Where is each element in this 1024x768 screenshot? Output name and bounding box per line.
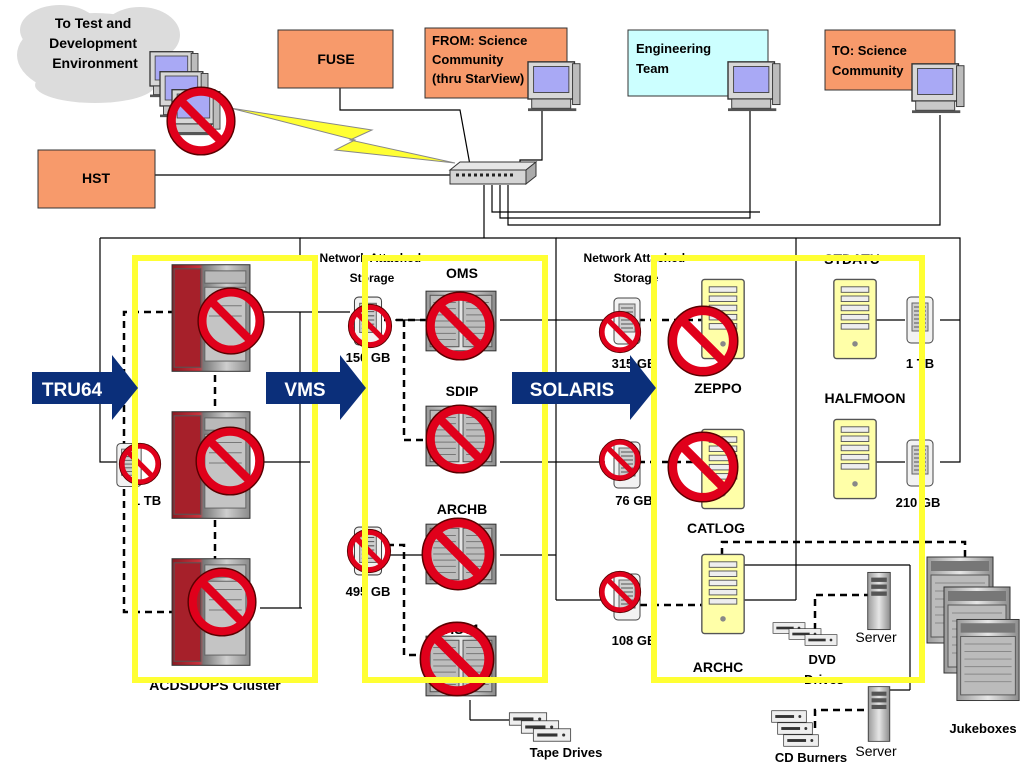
solaris-label: SOLARIS <box>530 380 614 401</box>
nas-right-label: Network Attached Storage <box>584 251 689 285</box>
from-line-2: Community <box>432 52 504 67</box>
vms-label: VMS <box>284 380 325 401</box>
lightning-bolt <box>229 107 456 164</box>
vms-arrow: VMS <box>266 355 366 420</box>
solaris-arrow: SOLARIS <box>512 355 656 420</box>
solaris-frame <box>651 255 925 683</box>
archb-label: ARCHB <box>437 501 488 517</box>
engineering-label: Engineering Team <box>636 41 715 76</box>
network-hub <box>448 160 538 186</box>
archc-server <box>701 553 745 635</box>
fuse-box <box>277 29 394 89</box>
server-1-label: Server <box>855 629 897 645</box>
hst-label: HST <box>82 170 110 186</box>
dvd-drive-3 <box>804 634 838 646</box>
halfmoon-server <box>833 418 877 500</box>
dvd-server <box>867 571 891 631</box>
jukeboxes-label: Jukeboxes <box>949 721 1016 736</box>
archc-label: ARCHC <box>693 659 744 675</box>
from-line-1: FROM: Science <box>432 33 527 48</box>
test-dev-line-3: Environment <box>52 55 138 71</box>
disk-76-label: 76 GB <box>615 493 653 508</box>
cd-burner-3 <box>783 734 819 747</box>
from-science-label: FROM: Science Community (thru StarView) <box>432 33 531 86</box>
test-dev-label: To Test and Development Environment <box>49 15 141 71</box>
hst-box <box>37 149 156 209</box>
to-workstation <box>911 63 965 114</box>
from-line-3: (thru StarView) <box>432 71 524 86</box>
to-line-2: Community <box>832 63 904 78</box>
to-line-1: TO: Science <box>832 43 907 58</box>
nas-left-line-2: Storage <box>350 271 395 285</box>
tape-drives-label: Tape Drives <box>530 745 603 760</box>
nas-right-line-1: Network Attached <box>584 251 686 265</box>
cd-burner-2 <box>777 722 813 735</box>
cd-server <box>867 686 891 742</box>
disk-210-label: 210 GB <box>896 495 941 510</box>
nas-right-line-2: Storage <box>614 271 659 285</box>
engineering-workstation <box>727 61 781 112</box>
fuse-label: FUSE <box>317 51 354 67</box>
disk-1tb-left-label: 1 TB <box>133 493 161 508</box>
dvd-line-1: DVD <box>808 652 835 667</box>
tape-drive-3 <box>532 728 572 742</box>
cluster-rack-1 <box>171 264 251 372</box>
disk-108-label: 108 GB <box>612 633 657 648</box>
server-2-label: Server <box>855 743 897 759</box>
stdatu-server <box>833 278 877 360</box>
cd-burners-label: CD Burners <box>775 750 847 765</box>
test-dev-line-1: To Test and <box>55 15 131 31</box>
to-science-label: TO: Science Community <box>832 43 911 78</box>
vms-frame <box>362 255 548 683</box>
tru64-frame <box>132 255 318 683</box>
catlog-label: CATLOG <box>687 520 745 536</box>
test-dev-line-2: Development <box>49 35 137 51</box>
oms-label: OMS <box>446 265 478 281</box>
cd-burner-1 <box>771 710 807 723</box>
engineering-line-1: Engineering <box>636 41 711 56</box>
test-dev-cloud <box>17 5 180 103</box>
from-workstation <box>527 61 581 112</box>
tru64-label: TRU64 <box>42 380 103 401</box>
tru64-arrow: TRU64 <box>32 355 138 420</box>
zeppo-label: ZEPPO <box>694 380 742 396</box>
jukebox-3 <box>956 618 1020 702</box>
sdip-label: SDIP <box>446 383 479 399</box>
halfmoon-label: HALFMOON <box>825 390 906 406</box>
engineering-line-2: Team <box>636 61 669 76</box>
